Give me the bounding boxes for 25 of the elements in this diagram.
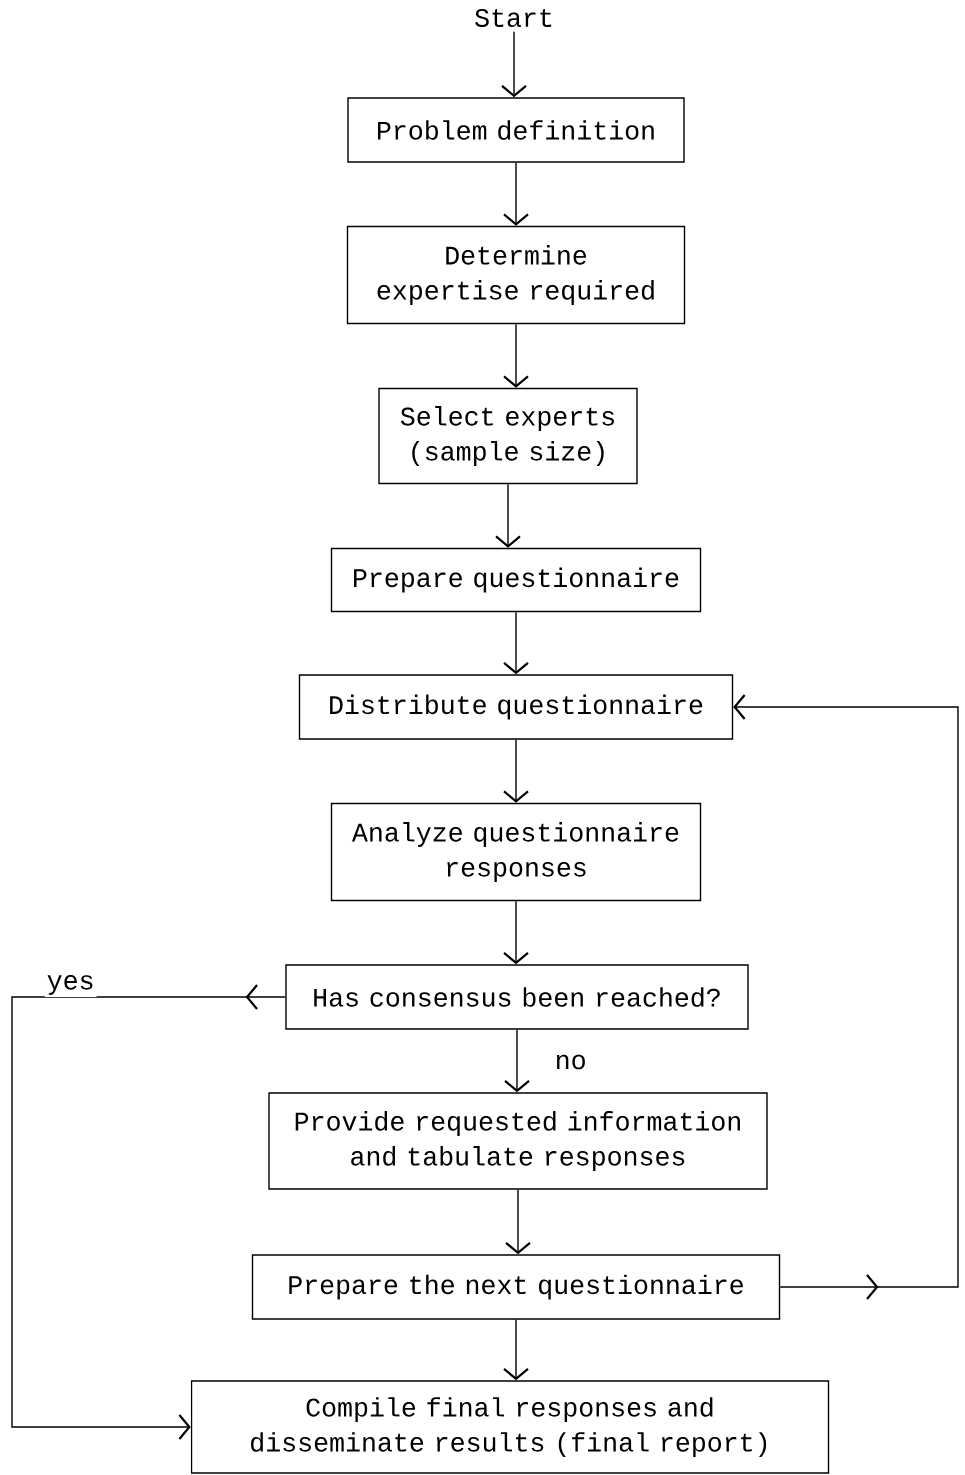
arrow: [733, 694, 959, 1300]
process-box: Has consensus been reached?: [285, 964, 749, 1030]
process-box: Prepare the next questionnaire: [251, 1254, 781, 1320]
process-box: Provide requested information and tabulate responses: [268, 1092, 768, 1190]
arrow: [503, 1319, 529, 1381]
arrow: [11, 984, 286, 1440]
process-box: Determine expertise required: [346, 225, 686, 325]
process-box: Select experts (sample size): [378, 387, 638, 485]
arrow: [495, 483, 521, 548]
edge-label: no: [552, 1052, 589, 1072]
process-box: Analyze questionnaire responses: [330, 802, 702, 902]
process-box: Prepare questionnaire: [330, 547, 702, 613]
process-box: Problem definition: [347, 97, 685, 163]
arrow: [505, 1189, 531, 1255]
process-box: Compile final responses and disseminate results (final report): [190, 1380, 830, 1474]
arrow: [501, 31, 527, 98]
edge-label: yes: [44, 973, 97, 997]
start-label: Start: [475, 9, 552, 27]
process-box: Distribute questionnaire: [298, 674, 734, 740]
arrow: [503, 739, 529, 803]
arrow: [504, 1029, 530, 1093]
arrow: [503, 162, 529, 226]
arrow: [503, 323, 529, 388]
arrow: [503, 900, 529, 965]
arrow: [503, 611, 529, 675]
